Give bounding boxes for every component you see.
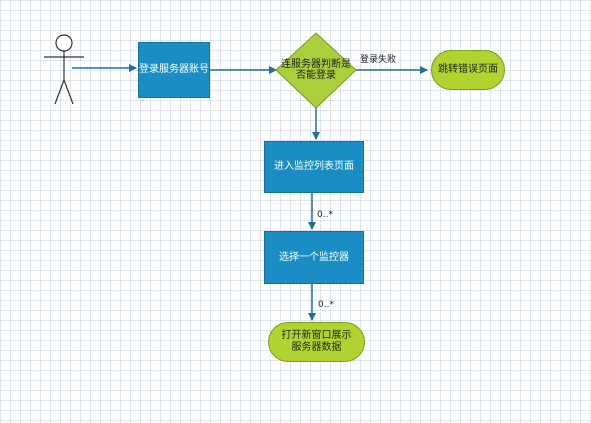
node-open-window-label: 打开新窗口展示服务器数据	[281, 330, 352, 353]
decision-diamond[interactable]	[275, 32, 357, 109]
node-error-page-label: 跳转错误页面	[438, 64, 498, 75]
edge-label-multiplicity-1: 0..*	[317, 210, 333, 220]
node-select-monitor-label: 选择一个监控器	[279, 251, 349, 263]
node-login-account-label: 登录服务器账号	[139, 64, 209, 75]
node-monitor-list-label: 进入监控列表页面	[274, 161, 354, 172]
node-monitor-list[interactable]: 进入监控列表页面	[264, 141, 364, 193]
node-select-monitor[interactable]: 选择一个监控器	[264, 231, 364, 284]
edge-label-login-fail: 登录失败	[360, 55, 397, 65]
actor-icon	[44, 34, 84, 105]
node-open-window[interactable]: 打开新窗口展示服务器数据	[268, 322, 365, 362]
node-error-page[interactable]: 跳转错误页面	[431, 50, 505, 90]
node-connect-decision-label[interactable]: 连服务器判断是否能登录	[281, 59, 351, 81]
edge-label-multiplicity-2: 0..*	[318, 300, 334, 310]
node-login-account[interactable]: 登录服务器账号	[138, 42, 210, 98]
